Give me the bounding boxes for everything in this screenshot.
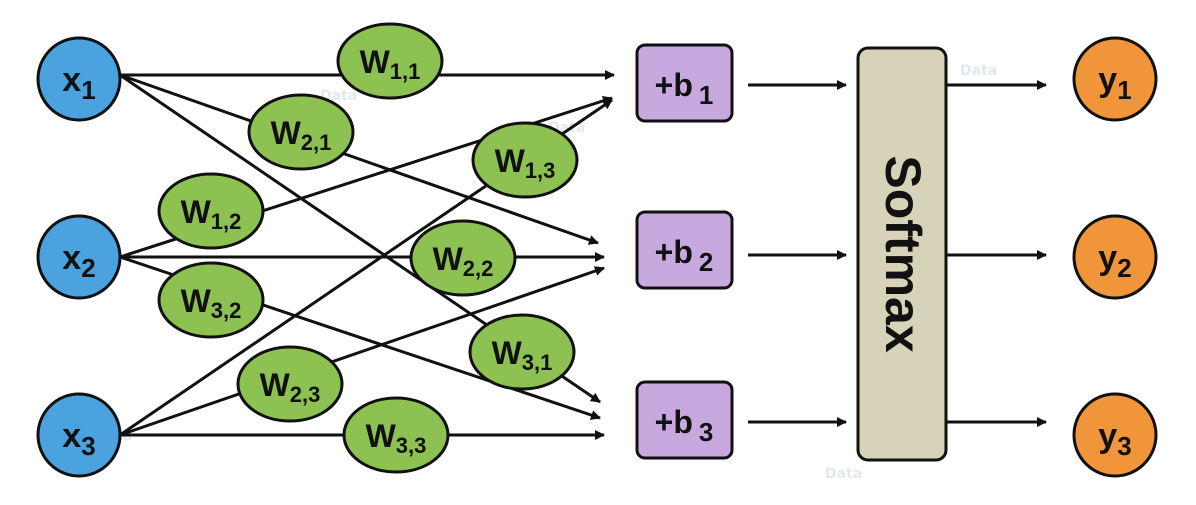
svg-text:W3,2: W3,2 (181, 283, 242, 323)
svg-text:x3: x3 (62, 417, 95, 461)
svg-text:y2: y2 (1098, 239, 1131, 283)
input-node-x2: x2 (36, 214, 122, 300)
output-node-y1: y1 (1072, 36, 1158, 122)
weight-node-w13: W1,3 (471, 121, 579, 199)
svg-text:W2,3: W2,3 (260, 367, 321, 407)
weight-node-w31: W3,1 (468, 313, 576, 391)
softmax-label: Softmax (875, 155, 931, 352)
weight-node-w22: W2,2 (409, 219, 517, 297)
input-subscript: 3 (81, 431, 95, 461)
svg-text:Data: Data (960, 63, 997, 79)
input-subscript: 2 (81, 253, 95, 283)
svg-text:y3: y3 (1098, 417, 1131, 461)
svg-text:W1,3: W1,3 (495, 143, 556, 183)
softmax-block: Softmax (856, 46, 948, 462)
input-label: x (62, 417, 81, 455)
weight-node-w11: W1,1 (336, 22, 444, 100)
svg-text:W3,1: W3,1 (492, 335, 553, 375)
svg-text:y1: y1 (1098, 61, 1131, 105)
weight-node-w21: W2,1 (247, 93, 355, 171)
svg-text:Data: Data (825, 466, 862, 482)
edge-x3-b2 (119, 266, 605, 437)
edge-x1-b2 (119, 73, 599, 245)
weight-node-w12: W1,2 (157, 172, 265, 250)
svg-text:W2,2: W2,2 (433, 241, 494, 281)
output-node-y3: y3 (1072, 392, 1158, 478)
svg-text:x1: x1 (62, 61, 95, 105)
svg-text:+b2: +b2 (655, 234, 714, 277)
svg-text:+b1: +b1 (655, 67, 714, 110)
output-node-y2: y2 (1072, 214, 1158, 300)
svg-text:x2: x2 (62, 239, 95, 283)
weight-node-w23: W2,3 (236, 345, 344, 423)
svg-text:W2,1: W2,1 (271, 115, 332, 155)
svg-text:W3,3: W3,3 (366, 418, 427, 458)
input-label: x (62, 61, 81, 99)
input-subscript: 1 (81, 75, 95, 105)
svg-text:W1,2: W1,2 (181, 194, 242, 234)
weight-node-w33: W3,3 (342, 396, 450, 474)
input-label: x (62, 239, 81, 277)
input-node-x1: x1 (36, 36, 122, 122)
input-node-x3: x3 (36, 392, 122, 478)
svg-text:+b3: +b3 (655, 404, 714, 447)
weight-node-w32: W3,2 (157, 261, 265, 339)
svg-text:W1,1: W1,1 (360, 44, 421, 84)
